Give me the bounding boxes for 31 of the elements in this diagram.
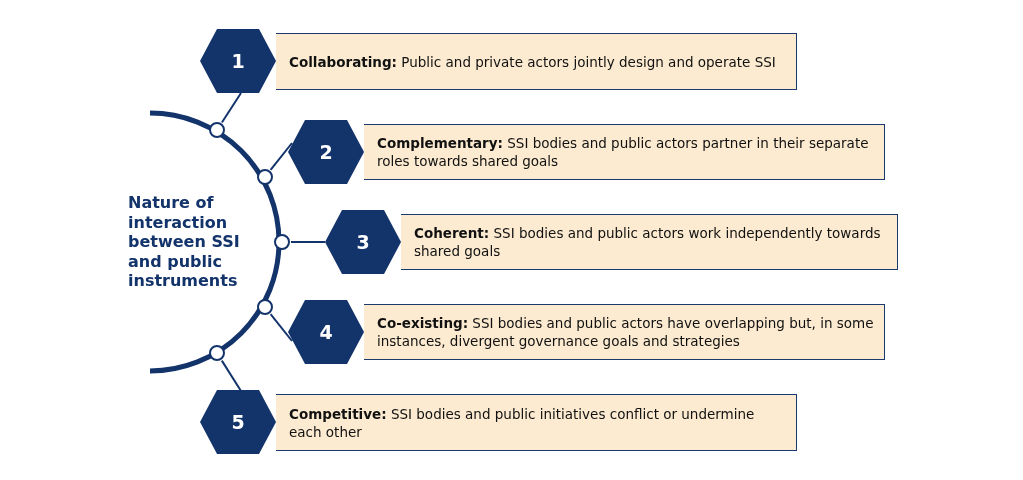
description-text: Collaborating: Public and private actors jointly design and operate SSI <box>289 52 776 71</box>
description-bar <box>364 304 885 360</box>
description-bar <box>276 394 797 451</box>
description-text: Competitive: SSI bodies and public initiatives conflict or undermine each other <box>289 404 756 441</box>
step-number: 4 <box>319 321 333 343</box>
step-number: 2 <box>319 141 333 163</box>
connector-line <box>220 359 242 392</box>
step-number: 3 <box>356 231 370 253</box>
number-hexagon <box>200 390 276 454</box>
description-text: Coherent: SSI bodies and public actors work independently towards shared goals <box>414 224 882 260</box>
center-heading: Nature of interaction between SSI and public instruments <box>128 193 241 291</box>
number-hexagon <box>288 300 364 364</box>
description-text: Co-existing: SSI bodies and public actors have overlapping but, in some instances, divergent governance goals and strategies <box>377 314 874 350</box>
connector-line <box>269 142 293 171</box>
step-number: 1 <box>231 50 245 72</box>
connector-circle <box>209 345 225 361</box>
connector-line <box>269 313 293 342</box>
number-hexagon <box>325 210 401 274</box>
connector-line <box>220 92 242 124</box>
step-number: 5 <box>231 411 245 433</box>
connector-circle <box>257 299 273 315</box>
description-text: Complementary: SSI bodies and public actors partner in their separate roles towards shared goals <box>377 134 870 170</box>
description-bar <box>401 214 898 270</box>
number-hexagon <box>200 29 276 93</box>
connector-circle <box>257 169 273 185</box>
description-bar <box>364 124 885 180</box>
description-bar <box>276 33 797 90</box>
number-hexagon <box>288 120 364 184</box>
connector-line <box>290 241 326 243</box>
connector-circle <box>274 234 290 250</box>
connector-circle <box>209 122 225 138</box>
